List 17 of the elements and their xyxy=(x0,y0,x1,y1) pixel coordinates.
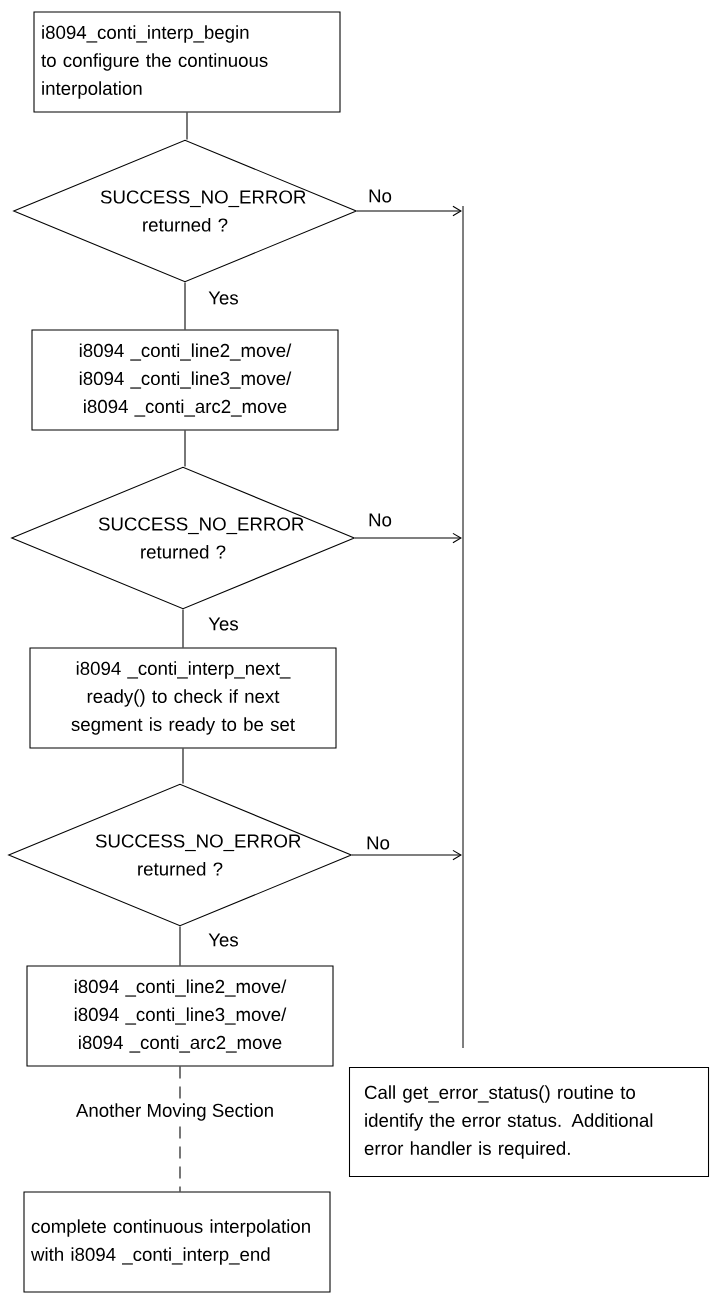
edge-label: Yes xyxy=(205,288,242,308)
arrow xyxy=(356,205,462,217)
edge-label: Yes xyxy=(205,930,242,950)
process-box: Call get_error_status() routine to identify the error status. Additional error handler is required. xyxy=(348,1066,710,1178)
edge-label: No xyxy=(363,833,393,853)
arrow xyxy=(354,532,462,544)
process-box: complete continuous interpolation with i8094 _conti_interp_end xyxy=(23,1191,331,1293)
vertical-line xyxy=(462,206,464,1048)
arrow xyxy=(351,849,462,861)
process-box: i8094_conti_interp_begin to configure the continuous interpolation xyxy=(33,11,341,113)
edge-label: No xyxy=(365,510,395,530)
edge-label: Another Moving Section xyxy=(73,1100,277,1124)
process-box: i8094 _conti_line2_move/ i8094 _conti_line3_move/ i8094 _conti_arc2_move xyxy=(26,965,334,1067)
process-box: i8094 _conti_interp_next_ ready() to check if next segment is ready to be set xyxy=(29,647,337,749)
edge-label: No xyxy=(365,186,395,206)
process-box: i8094 _conti_line2_move/ i8094 _conti_line3_move/ i8094 _conti_arc2_move xyxy=(31,329,339,431)
edge-label: Yes xyxy=(205,614,242,634)
